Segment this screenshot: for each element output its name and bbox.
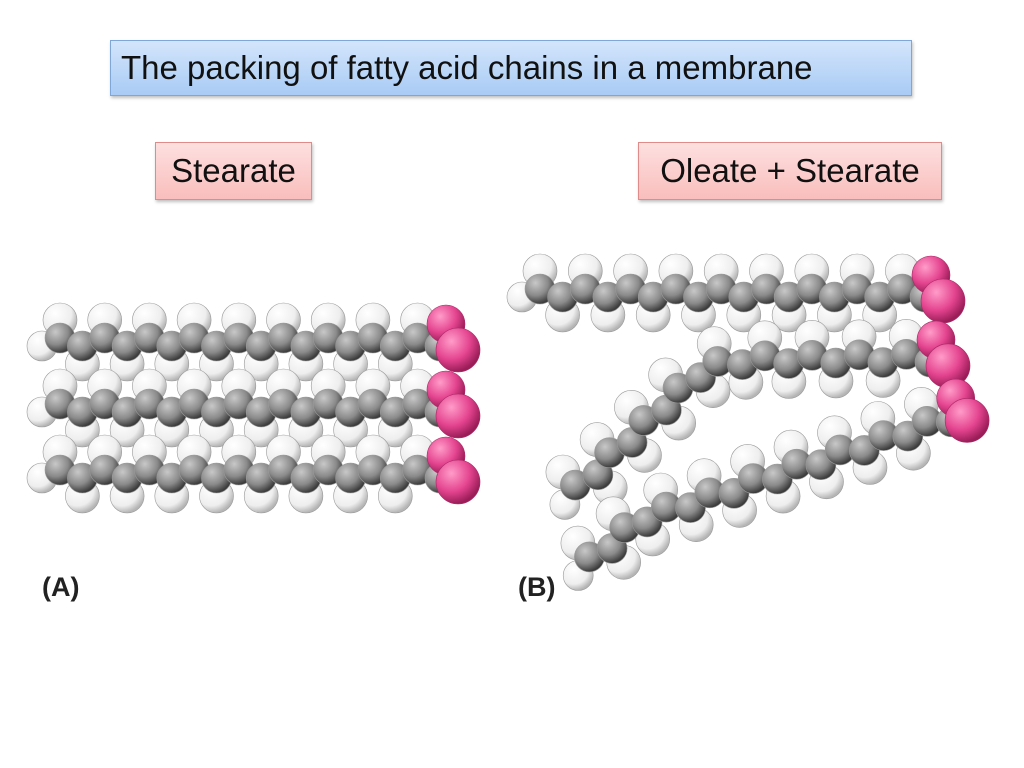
stearate-3-oxygen-atom xyxy=(435,459,481,505)
stearate-top-oxygen-atom xyxy=(920,278,966,324)
panel-b-letter: (B) xyxy=(518,572,556,602)
stearate-bottom-oxygen-atom xyxy=(944,398,990,443)
panel-a-stearate-chains xyxy=(26,302,481,514)
stearate-1-oxygen-atom xyxy=(435,327,481,373)
slide-title-text: The packing of fatty acid chains in a me… xyxy=(121,49,813,86)
slide-title: The packing of fatty acid chains in a me… xyxy=(110,40,912,96)
oleate-stearate-label-text: Oleate + Stearate xyxy=(660,152,920,189)
stearate-label-text: Stearate xyxy=(171,152,296,189)
panel-a-letter: (A) xyxy=(42,572,80,602)
oleate-stearate-label: Oleate + Stearate xyxy=(638,142,942,200)
panel-b-mixed-chains xyxy=(506,253,990,591)
stearate-label: Stearate xyxy=(155,142,312,200)
stearate-2-oxygen-atom xyxy=(435,393,481,439)
